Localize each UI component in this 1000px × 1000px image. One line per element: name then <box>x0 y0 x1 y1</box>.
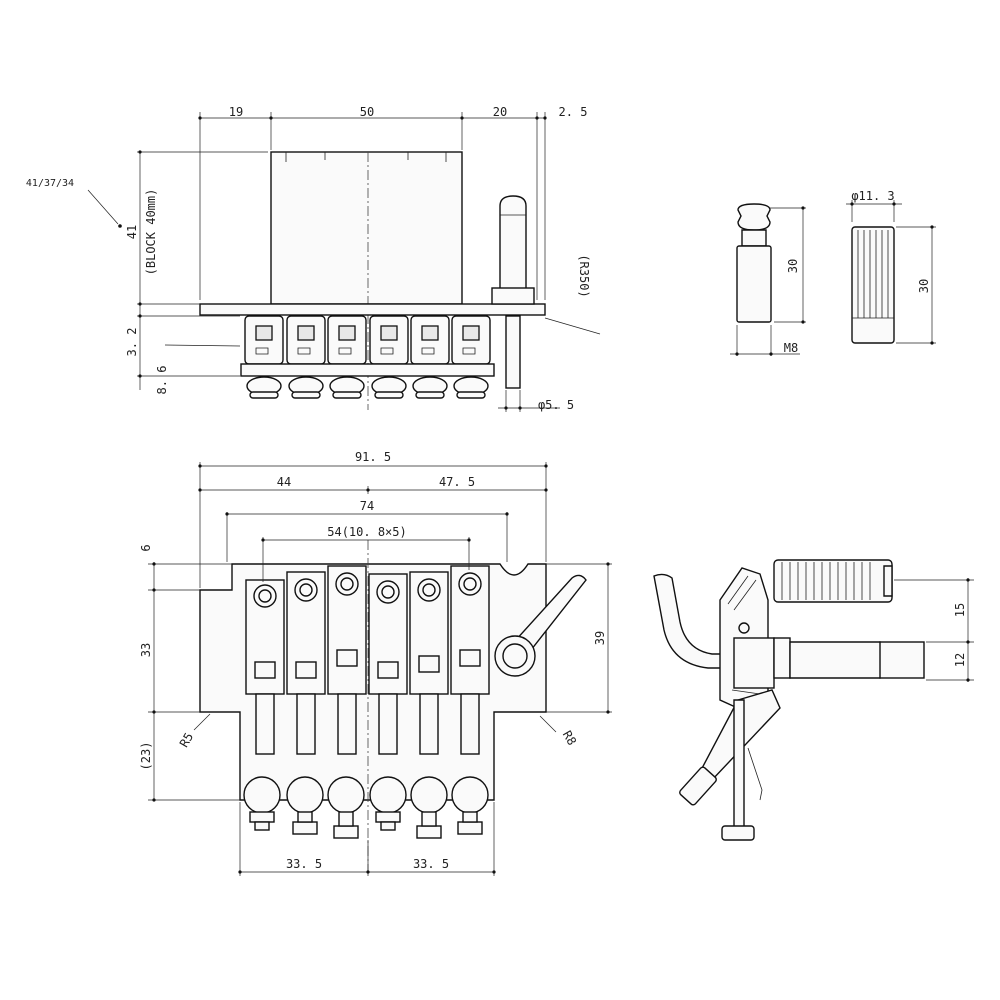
top-dimensions: 91. 5 44 47. 5 74 54(10. 8×5) 6 33 (23) … <box>139 450 612 876</box>
side-tension-screw <box>733 699 745 831</box>
side-bushing <box>773 559 893 603</box>
top-saddle <box>450 565 490 755</box>
top-saddles <box>245 565 490 755</box>
top-view: 91. 5 44 47. 5 74 54(10. 8×5) 6 33 (23) … <box>139 450 612 876</box>
stud-dimensions: 30 M8 <box>730 206 806 356</box>
front-saddle <box>410 315 450 365</box>
top-saddle <box>245 579 285 755</box>
stud-height-label: 30 <box>786 259 800 273</box>
bushing-diameter-label: φ11. 3 <box>851 189 894 203</box>
side-fine-tuner-knob <box>679 766 717 806</box>
dim-20: 20 <box>493 105 507 119</box>
dim-33-5-right: 33. 5 <box>413 857 449 871</box>
front-saddle <box>244 315 284 365</box>
dim-2-5: 2. 5 <box>559 105 588 119</box>
front-saddles <box>244 315 491 365</box>
front-view: 19 50 20 2. 5 41 (BLOCK 40mm) 41/37/34 3… <box>26 105 601 412</box>
block-notches <box>285 152 447 162</box>
dim-54: 54(10. 8×5) <box>327 525 406 539</box>
dim-44: 44 <box>277 475 291 489</box>
side-dimensions: 15 12 <box>894 578 974 682</box>
side-view: 15 12 <box>653 559 974 841</box>
dim-12: 12 <box>953 653 967 667</box>
dim-74: 74 <box>360 499 374 513</box>
base-plate <box>199 303 546 316</box>
dim-r5: R5 <box>177 730 196 750</box>
dim-block: (BLOCK 40mm) <box>144 189 158 276</box>
front-fine-tuners <box>246 376 489 399</box>
dim-50: 50 <box>360 105 374 119</box>
dim-33: 33 <box>139 643 153 657</box>
top-tremolo-arm <box>494 574 587 677</box>
top-fine-tuners <box>243 776 489 839</box>
side-clamp <box>733 637 775 689</box>
bushing-height-label: 30 <box>917 279 931 293</box>
dim-8-6: 8. 6 <box>155 366 169 395</box>
front-saddle <box>327 315 367 365</box>
top-saddle <box>286 571 326 755</box>
front-saddle <box>451 315 491 365</box>
stud-part <box>736 203 772 323</box>
dim-47-5: 47. 5 <box>439 475 475 489</box>
dim-23: (23) <box>139 742 153 771</box>
front-arm-socket <box>491 195 535 389</box>
top-saddle <box>409 571 449 755</box>
front-saddle <box>286 315 326 365</box>
front-dimensions: 19 50 20 2. 5 41 (BLOCK 40mm) 41/37/34 3… <box>26 105 601 412</box>
dim-block-sizes: 41/37/34 <box>26 178 74 189</box>
side-screw-head <box>721 825 755 841</box>
dim-phi5-5: φ5. 5 <box>538 398 574 412</box>
side-socket-tip <box>879 641 925 679</box>
dim-19: 19 <box>229 105 243 119</box>
stud-thread-label: M8 <box>784 341 798 355</box>
saddle-rail <box>240 363 495 377</box>
dim-3-2: 3. 2 <box>125 328 139 357</box>
dim-6: 6 <box>139 544 153 551</box>
dim-r350: (R350) <box>577 254 591 297</box>
side-nut <box>773 637 791 679</box>
top-saddle <box>368 573 408 755</box>
dim-41: 41 <box>125 225 139 239</box>
side-string-lock <box>653 573 729 669</box>
dim-33-5-left: 33. 5 <box>286 857 322 871</box>
bushing-part <box>851 226 895 344</box>
front-saddle <box>369 315 409 365</box>
sustain-block <box>270 151 463 305</box>
dim-r8: R8 <box>560 728 579 748</box>
dim-91-5: 91. 5 <box>355 450 391 464</box>
top-saddle <box>327 565 367 755</box>
dim-39: 39 <box>593 631 607 645</box>
bushing-dimensions: φ11. 3 30 <box>846 189 936 345</box>
dim-15: 15 <box>953 603 967 617</box>
